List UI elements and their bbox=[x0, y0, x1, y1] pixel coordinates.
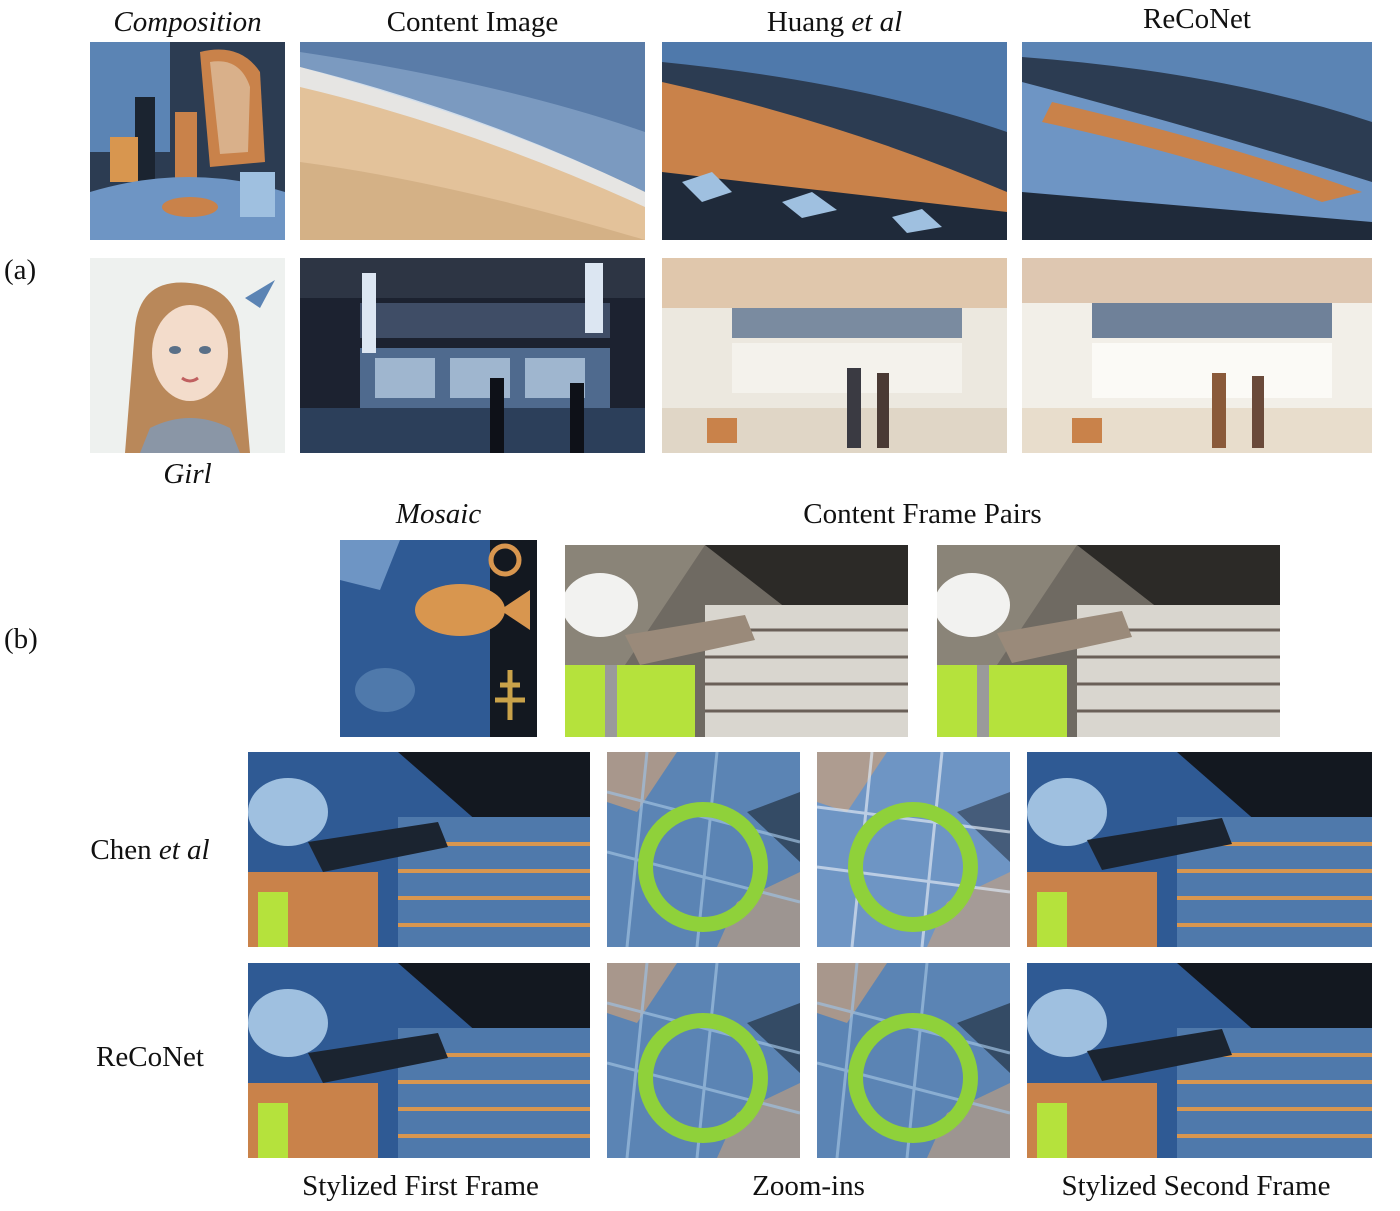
reconet-result-beach bbox=[1022, 42, 1372, 240]
chen-stylized-second-frame bbox=[1027, 752, 1372, 947]
caption-zoom-ins: Zoom-ins bbox=[752, 1170, 865, 1202]
chen-zoom-in-1 bbox=[607, 752, 800, 947]
caption-girl: Girl bbox=[163, 458, 212, 490]
huang-result-beach bbox=[662, 42, 1007, 240]
header-content-image: Content Image bbox=[386, 6, 559, 38]
reconet-result-nypd bbox=[1022, 258, 1372, 453]
row-label-chen: Chen et al bbox=[90, 834, 210, 866]
style-image-composition bbox=[90, 42, 285, 240]
style-image-mosaic bbox=[340, 540, 537, 737]
reconet-zoom-in-2 bbox=[817, 963, 1010, 1158]
content-image-beach bbox=[300, 42, 645, 240]
caption-stylized-first-frame: Stylized First Frame bbox=[302, 1170, 539, 1202]
header-composition: Composition bbox=[113, 6, 262, 38]
reconet-stylized-first-frame bbox=[248, 963, 590, 1158]
zoom-highlight-ring bbox=[848, 1013, 978, 1143]
reconet-stylized-second-frame bbox=[1027, 963, 1372, 1158]
part-b-label: (b) bbox=[4, 623, 38, 655]
zoom-highlight-ring bbox=[638, 802, 768, 932]
zoom-highlight-ring bbox=[848, 802, 978, 932]
content-image-nypd bbox=[300, 258, 645, 453]
header-huang: Huang et al bbox=[766, 6, 903, 38]
huang-result-nypd bbox=[662, 258, 1007, 453]
chen-zoom-in-2 bbox=[817, 752, 1010, 947]
reconet-zoom-in-1 bbox=[607, 963, 800, 1158]
caption-stylized-second-frame: Stylized Second Frame bbox=[1061, 1170, 1331, 1202]
part-a-label: (a) bbox=[4, 254, 37, 286]
content-frame-1 bbox=[565, 545, 908, 737]
header-content-frame-pairs: Content Frame Pairs bbox=[803, 498, 1042, 530]
row-label-reconet: ReCoNet bbox=[96, 1041, 204, 1073]
content-frame-2 bbox=[937, 545, 1280, 737]
chen-stylized-first-frame bbox=[248, 752, 590, 947]
style-image-girl bbox=[90, 258, 285, 453]
header-reconet: ReCoNet bbox=[1143, 3, 1251, 35]
zoom-highlight-ring bbox=[638, 1013, 768, 1143]
caption-mosaic: Mosaic bbox=[395, 498, 482, 530]
